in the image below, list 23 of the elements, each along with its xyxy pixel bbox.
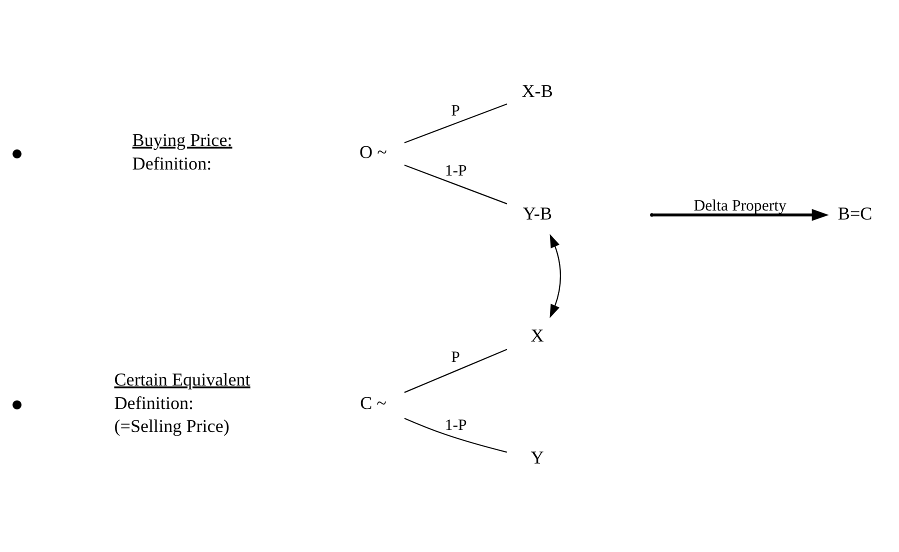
connector	[404, 418, 508, 453]
edge-label: 1-P	[444, 416, 467, 434]
edge-label: 1-P	[444, 162, 467, 180]
node-text: X-B	[522, 81, 553, 102]
label: Buying Price:	[132, 130, 232, 150]
label: Certain Equivalent	[114, 369, 250, 390]
arrow	[653, 209, 829, 221]
label: Definition:	[114, 393, 194, 414]
connector	[404, 348, 508, 393]
edge-label: P	[451, 102, 460, 120]
edge-label: P	[451, 349, 460, 366]
edge-label: Delta Property	[694, 198, 786, 215]
connector	[404, 164, 508, 204]
label: Definition:	[132, 154, 212, 174]
node-text: C ~	[360, 393, 386, 414]
node-text: B=C	[838, 203, 872, 224]
label: (=Selling Price)	[114, 416, 230, 436]
connector	[404, 103, 508, 144]
node-text: Y	[530, 447, 544, 468]
node-text: O ~	[360, 142, 387, 162]
node-text: X	[530, 325, 544, 346]
node-text: Y-B	[522, 203, 552, 224]
arrow	[550, 234, 562, 318]
